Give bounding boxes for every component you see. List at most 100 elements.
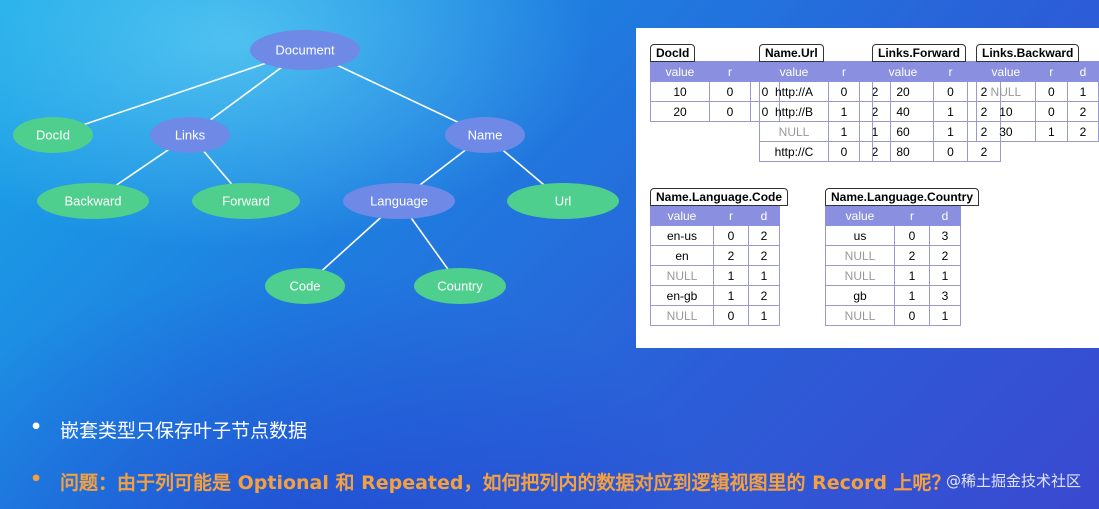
cell-definition-level: 1 [929,305,961,326]
column-header-d: d [748,205,780,226]
cell-definition-level: 3 [929,285,961,306]
node-language: Language [343,183,455,219]
node-url: Url [507,183,619,219]
node-links: Links [150,117,230,153]
table-title: Links.Forward [872,44,967,62]
cell-value: 30 [976,121,1036,142]
cell-repetition-level: 0 [828,81,860,102]
node-forward: Forward [192,183,300,219]
node-backward-shape [37,183,149,219]
cell-value: http://C [759,141,829,162]
cell-repetition-level: 0 [713,305,749,326]
cell-repetition-level: 1 [713,285,749,306]
table-title: Name.Language.Country [825,188,980,206]
node-country-shape [414,268,506,304]
column-header-d: d [929,205,961,226]
node-name-label: Name [468,128,503,143]
node-code: Code [265,268,345,304]
node-code-label: Code [289,279,320,294]
node-links-label: Links [175,128,206,143]
cell-repetition-level: 0 [709,81,751,102]
node-document-shape [250,30,360,70]
cell-repetition-level: 0 [709,101,751,122]
cell-value: 60 [872,121,934,142]
bullet-marker: • [30,416,43,438]
table-title: Name.Url [759,44,824,62]
column-header-r: r [828,61,860,82]
column-header-r: r [894,205,930,226]
cell-value: NULL [650,265,714,286]
node-code-shape [265,268,345,304]
table-title: Name.Language.Code [650,188,789,206]
cell-value: 80 [872,141,934,162]
cell-value: en-us [650,225,714,246]
node-url-shape [507,183,619,219]
node-forward-label: Forward [222,194,270,209]
cell-repetition-level: 1 [933,121,968,142]
cell-repetition-level: 0 [828,141,860,162]
table-title: DocId [650,44,696,62]
cell-repetition-level: 0 [1034,81,1068,102]
node-country: Country [414,268,506,304]
cell-definition-level: 2 [929,245,961,266]
cell-definition-level: 3 [929,225,961,246]
cell-repetition-level: 0 [933,141,968,162]
node-country-label: Country [437,279,483,294]
cell-value: gb [825,285,895,306]
bullet-text: 问题：由于列可能是 Optional 和 Repeated，如何把列内的数据对应… [60,472,951,494]
column-header-value: value [759,61,829,82]
node-url-label: Url [555,194,572,209]
cell-repetition-level: 0 [894,225,930,246]
node-docid-shape [13,117,93,153]
cell-repetition-level: 1 [894,285,930,306]
column-header-r: r [933,61,968,82]
node-name: Name [445,117,525,153]
cell-repetition-level: 1 [894,265,930,286]
cell-value: NULL [825,245,895,266]
cell-repetition-level: 1 [828,101,860,122]
table-title: Links.Backward [976,44,1080,62]
column-header-value: value [650,205,714,226]
bullet-marker: • [30,468,43,490]
cell-value: http://B [759,101,829,122]
column-header-r: r [713,205,749,226]
column-header-value: value [825,205,895,226]
cell-value: 10 [650,81,710,102]
cell-repetition-level: 0 [894,305,930,326]
node-backward: Backward [37,183,149,219]
cell-repetition-level: 0 [933,81,968,102]
cell-definition-level: 1 [929,265,961,286]
cell-value: NULL [825,265,895,286]
node-document: Document [250,30,360,70]
column-header-value: value [872,61,934,82]
cell-value: en [650,245,714,266]
column-header-value: value [976,61,1036,82]
node-docid: DocId [13,117,93,153]
cell-definition-level: 2 [748,285,780,306]
cell-value: en-gb [650,285,714,306]
cell-definition-level: 1 [748,265,780,286]
cell-value: NULL [759,121,829,142]
node-backward-label: Backward [64,194,121,209]
column-tables-panel: DocIdvaluerd10002000 Name.Urlvaluerdhttp… [636,28,1099,348]
cell-definition-level: 1 [748,305,780,326]
